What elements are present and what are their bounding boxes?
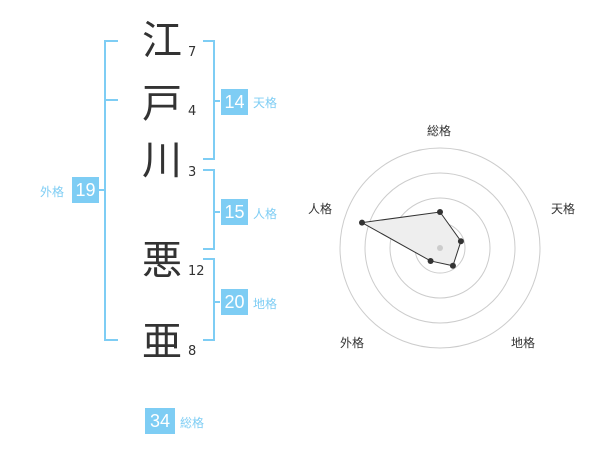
radar-label-soukaku: 総格 bbox=[427, 124, 452, 138]
radar-points bbox=[359, 209, 464, 269]
radar-label-chikaku: 地格 bbox=[511, 336, 536, 350]
gaikaku-score: 19 bbox=[72, 177, 99, 203]
name-char-4: 悪 bbox=[142, 238, 182, 284]
radar-label-jinkaku: 人格 bbox=[308, 202, 333, 216]
radar-ring-2 bbox=[389, 197, 491, 299]
chikaku-bracket bbox=[203, 258, 215, 341]
chikaku-label: 地格 bbox=[253, 297, 278, 311]
jinkaku-label: 人格 bbox=[253, 207, 278, 221]
name-char-2: 戸 bbox=[142, 81, 182, 127]
name-char-3: 川 bbox=[142, 138, 182, 184]
radar-label-gaikaku: 外格 bbox=[340, 336, 365, 350]
radar-point-0 bbox=[437, 209, 443, 215]
radar-polygon bbox=[360, 211, 462, 267]
radar-ring-3 bbox=[364, 172, 516, 324]
radar-point-1 bbox=[457, 238, 464, 245]
soukaku-score: 34 bbox=[145, 408, 175, 434]
chikaku-score: 20 bbox=[221, 289, 248, 315]
stroke-count-4: 12 bbox=[188, 264, 205, 279]
jinkaku-score: 15 bbox=[221, 199, 248, 225]
soukaku-label: 総格 bbox=[180, 416, 205, 430]
radar-label-tenkaku: 天格 bbox=[551, 202, 576, 216]
stroke-count-3: 3 bbox=[188, 165, 197, 180]
name-char-5: 亜 bbox=[142, 319, 182, 365]
radar-point-2 bbox=[449, 262, 456, 269]
stroke-count-2: 4 bbox=[188, 104, 197, 119]
stroke-count-1: 7 bbox=[188, 45, 197, 60]
radar-center-dot bbox=[437, 245, 443, 251]
jinkaku-bracket bbox=[203, 169, 215, 250]
tenkaku-score: 14 bbox=[221, 89, 248, 115]
radar-point-4 bbox=[359, 219, 366, 226]
name-char-1: 江 bbox=[142, 18, 182, 64]
tenkaku-label: 天格 bbox=[253, 96, 278, 110]
stroke-count-5: 8 bbox=[188, 344, 197, 359]
radar-point-3 bbox=[427, 257, 434, 264]
radar-ring-4 bbox=[339, 147, 541, 349]
gaikaku-label: 外格 bbox=[40, 185, 65, 199]
